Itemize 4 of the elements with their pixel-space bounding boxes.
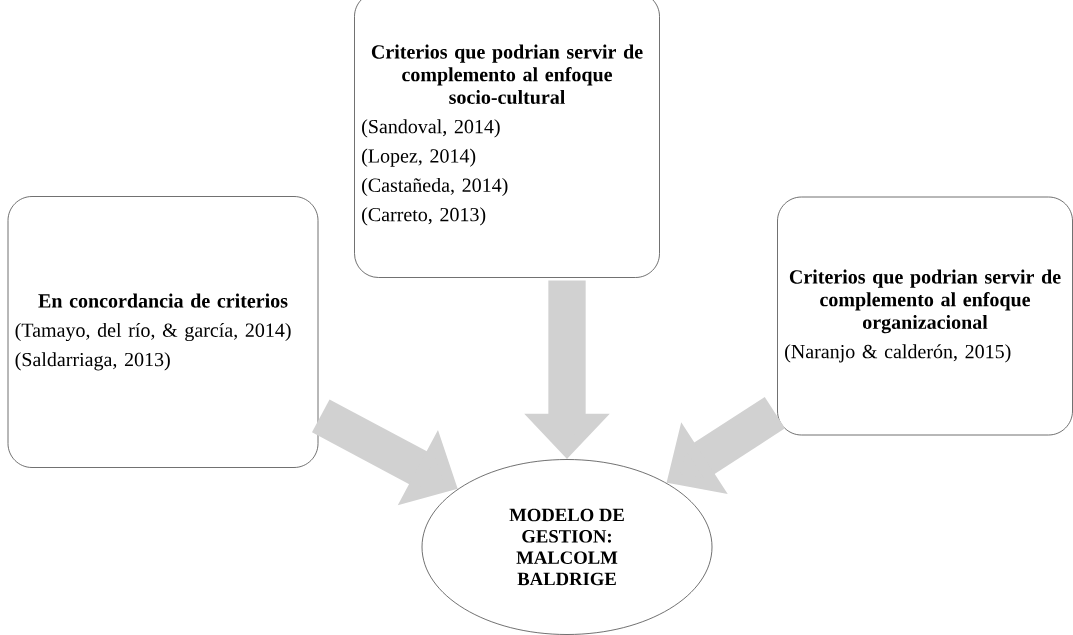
ellipse-node: MODELO DE GESTION: MALCOLM BALDRIGE bbox=[421, 459, 713, 635]
text-box: Criterios que podrian servir de complemento al enfoque socio-cultural (Sandoval, 2014) (Lopez, 2014) (Castañeda, 2014) (Carreto, 2013) bbox=[354, 0, 660, 278]
text-box: En concordancia de criterios (Tamayo, del río, & garcía, 2014) (Saldarriaga, 2013) bbox=[7, 196, 319, 468]
text-box: Criterios que podrian servir de complemento al enfoque organizacional (Naranjo & calderón, 2015) bbox=[777, 196, 1073, 436]
